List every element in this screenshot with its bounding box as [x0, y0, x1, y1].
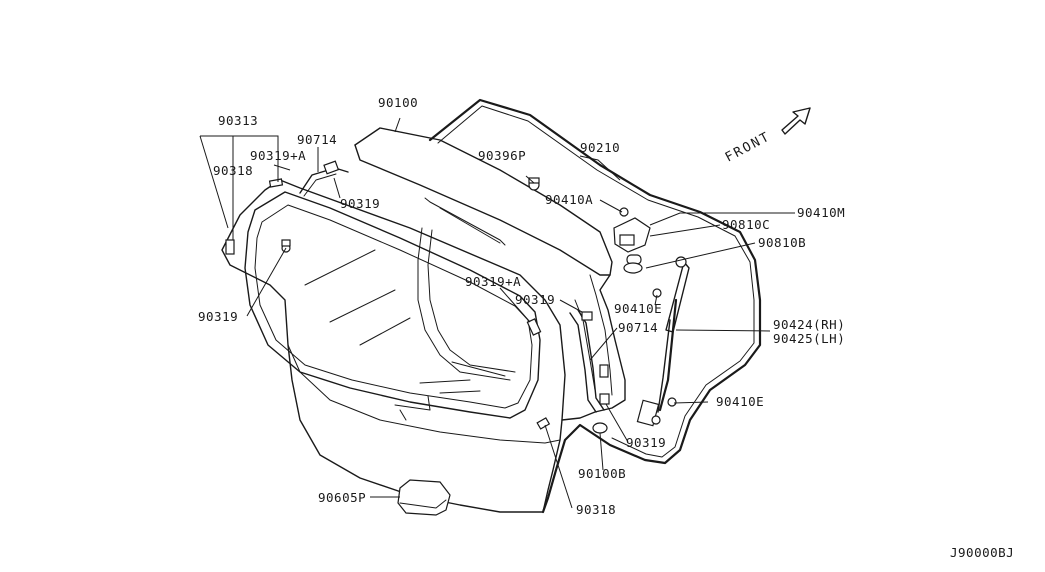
diagram-id: J90000BJ	[950, 545, 1014, 560]
label-90424-rh: 90424(RH)	[773, 317, 845, 332]
label-90100: 90100	[378, 95, 418, 110]
label-90605p: 90605P	[318, 490, 366, 505]
label-90714-mid: 90714	[618, 320, 658, 335]
label-90810b: 90810B	[758, 235, 806, 250]
back-door-panel	[221, 179, 566, 513]
hinge-bracket	[613, 207, 651, 274]
label-90318-left: 90318	[213, 163, 253, 178]
label-90319-a-mid: 90319+A	[465, 274, 521, 289]
label-90810c: 90810C	[722, 217, 770, 232]
inner-door-frame	[354, 127, 626, 421]
side-trim-left	[299, 160, 349, 197]
label-90319-left: 90319	[198, 309, 238, 324]
front-arrow-icon	[781, 107, 811, 135]
rear-glass	[244, 191, 541, 421]
label-90714-top: 90714	[297, 132, 337, 147]
weatherstrip-seal	[428, 98, 762, 514]
label-90319-bottom: 90319	[626, 435, 666, 450]
label-90100b: 90100B	[578, 466, 626, 481]
label-90410e-right: 90410E	[716, 394, 764, 409]
part-labels: 90100 90210 90313 90319+A 90318 90714 90…	[198, 95, 1014, 560]
label-90318-bottom: 90318	[576, 502, 616, 517]
gas-strut	[636, 256, 690, 427]
label-90319-a-left: 90319+A	[250, 148, 306, 163]
label-90319-top: 90319	[340, 196, 380, 211]
label-90410m: 90410M	[797, 205, 845, 220]
label-90410a: 90410A	[545, 192, 593, 207]
leader-lines	[199, 117, 795, 509]
label-90396p: 90396P	[478, 148, 526, 163]
label-90313: 90313	[218, 113, 258, 128]
label-90410e-mid: 90410E	[614, 301, 662, 316]
label-90425-lh: 90425(LH)	[773, 331, 845, 346]
license-lamp	[397, 479, 451, 516]
label-90210: 90210	[580, 140, 620, 155]
front-direction-label: FRONT	[723, 129, 773, 165]
label-90319-mid: 90319	[515, 292, 555, 307]
clips-and-bolts	[225, 177, 677, 434]
